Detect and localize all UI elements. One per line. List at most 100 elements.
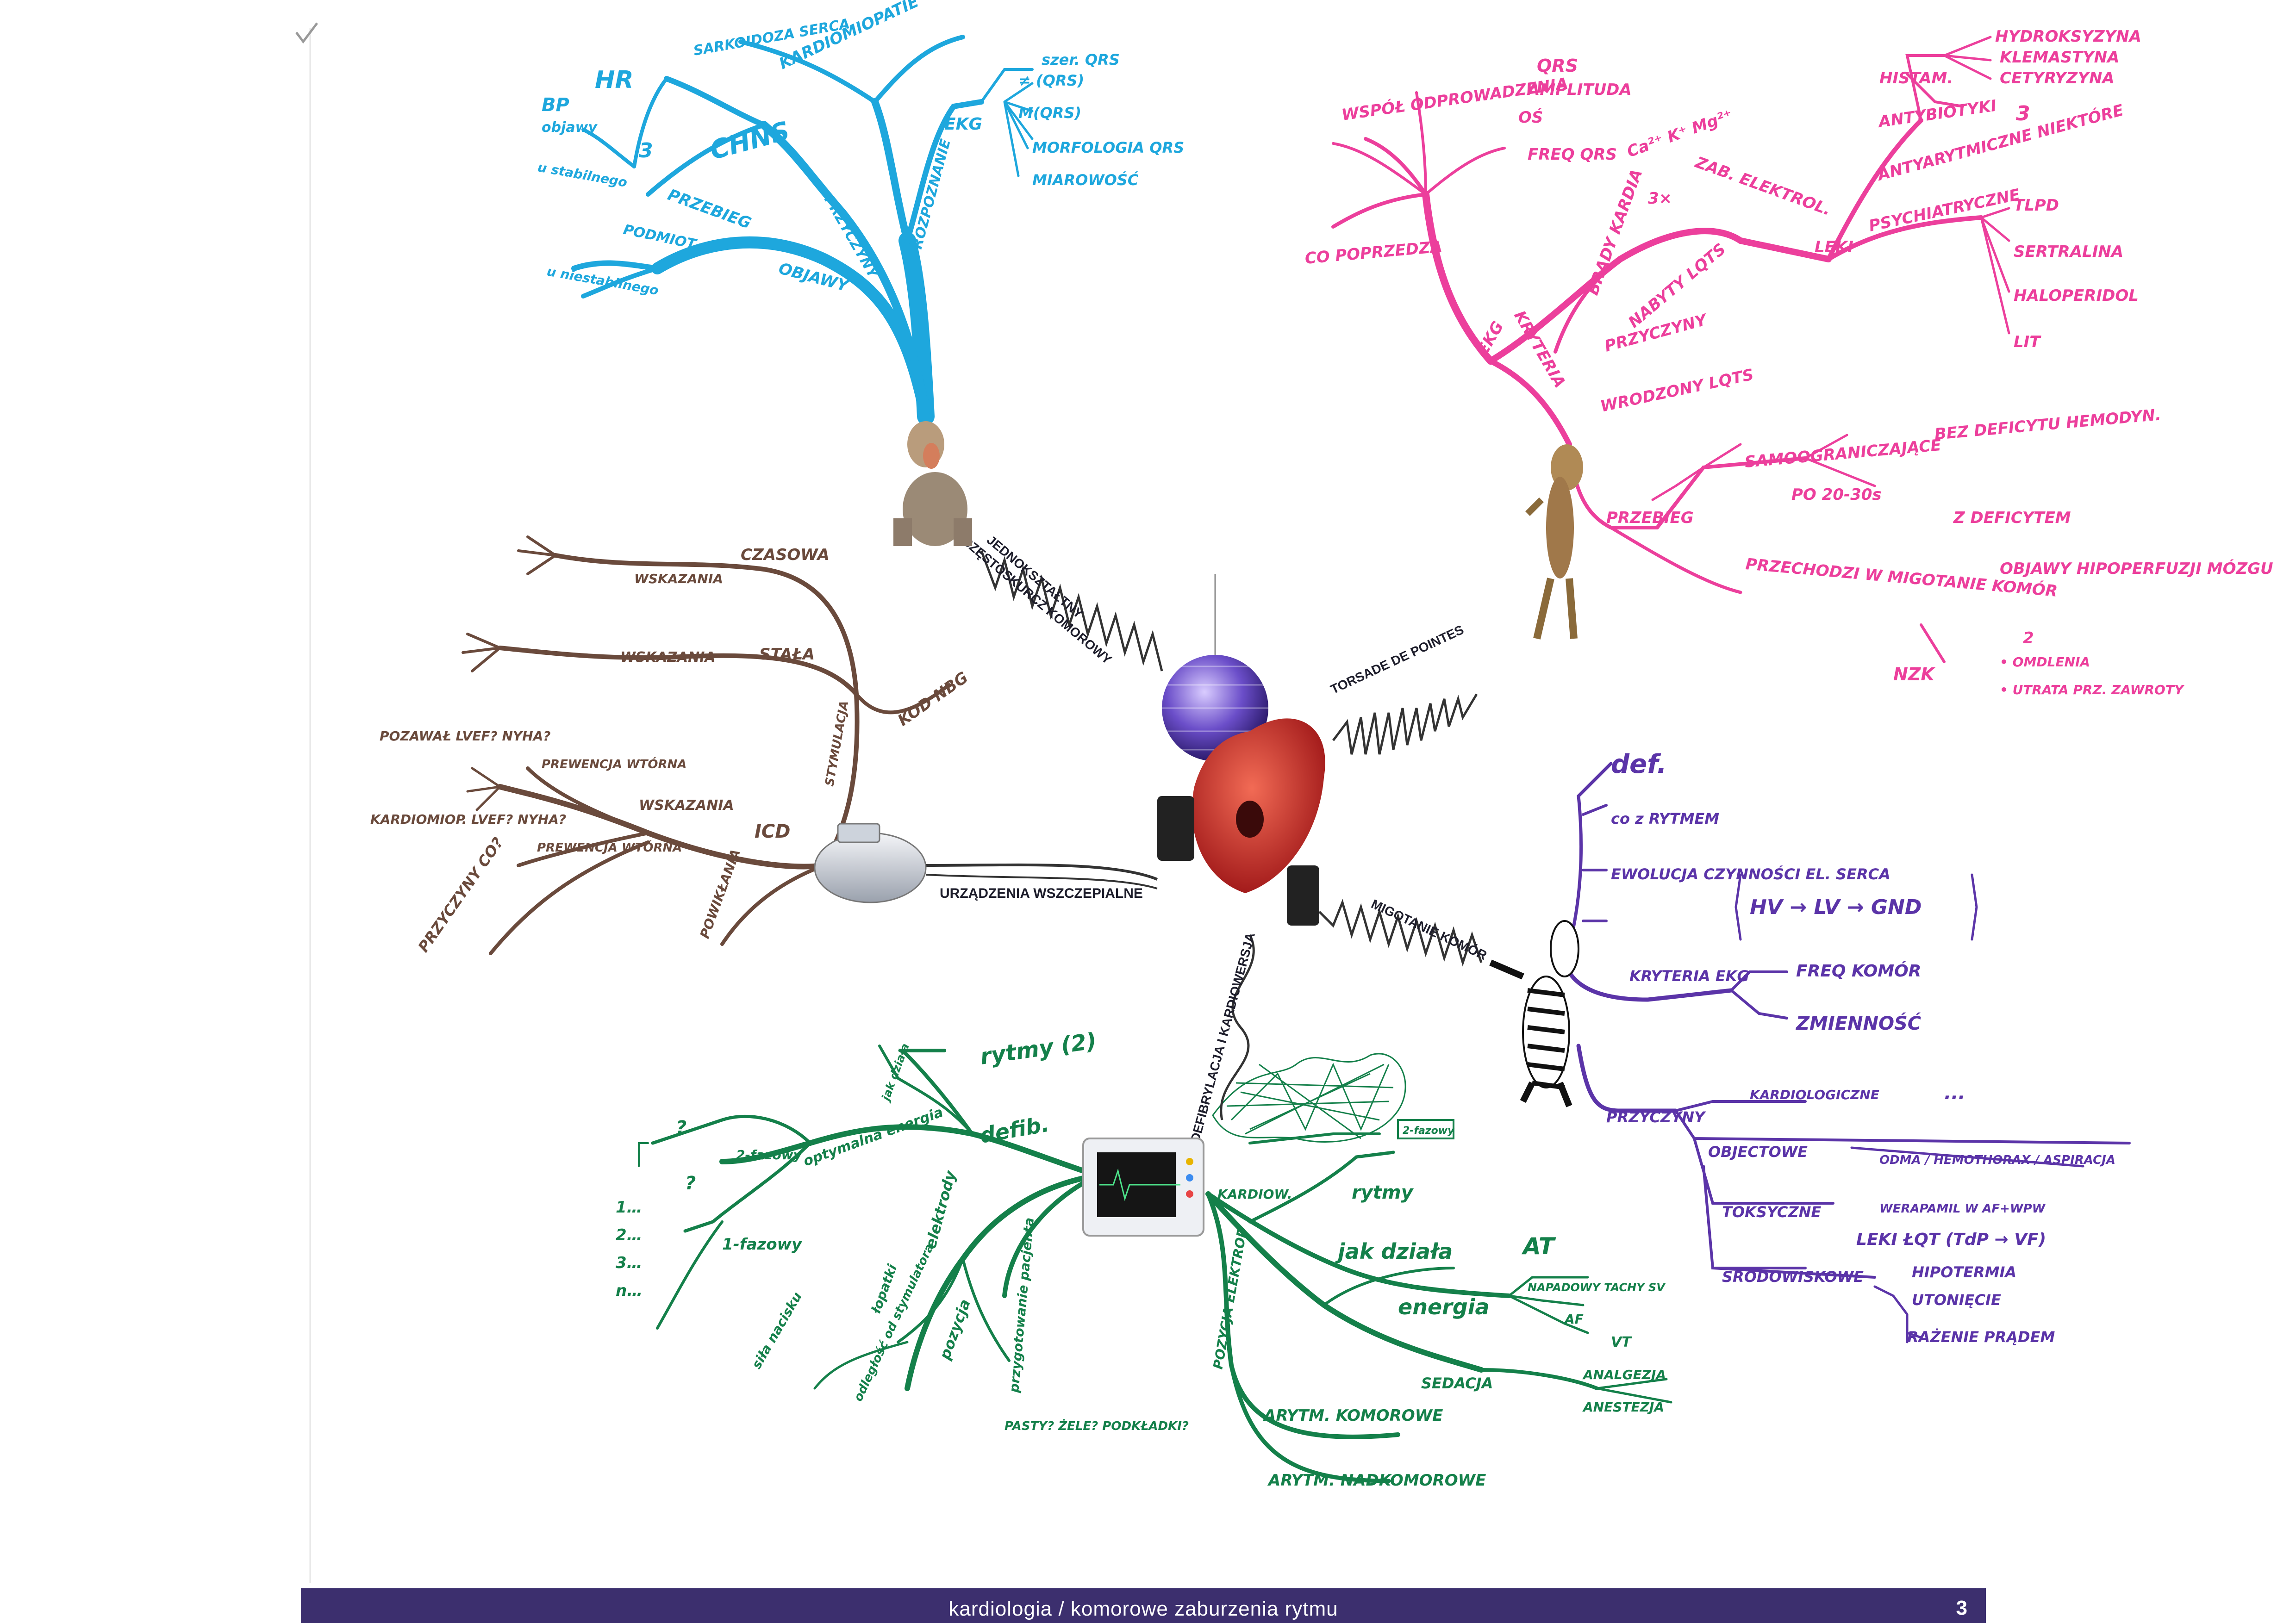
green-label: NAPADOWY TACHY SV <box>1528 1281 1666 1294</box>
heart-image <box>1157 718 1325 926</box>
purple-label: def. <box>1611 749 1667 779</box>
purple-label: ODMA / HEMOTHORAX / ASPIRACJA <box>1879 1153 2115 1167</box>
green-label: KARDIOW. <box>1217 1187 1292 1202</box>
pink-label: OŚ <box>1518 108 1543 127</box>
center-connectors <box>925 550 1483 1120</box>
purple-label: TOKSYCZNE <box>1722 1203 1821 1221</box>
green-label: SEDACJA <box>1421 1374 1493 1392</box>
blue-label: M(QRS) <box>1018 104 1081 122</box>
blue-label: HR <box>595 66 634 94</box>
pink-label: NZK <box>1893 664 1935 684</box>
purple-label: KRYTERIA EKG <box>1629 967 1749 985</box>
brown-label: WSKAZANIA <box>620 649 716 665</box>
pink-label: QRS <box>1537 56 1578 76</box>
branch-green <box>638 1045 1672 1483</box>
branch-brown <box>462 535 951 955</box>
pink-label: BEZ DEFICYTU HEMODYN. <box>1934 405 2162 444</box>
footer-bar: kardiologia / komorowe zaburzenia rytmu … <box>301 1588 1986 1623</box>
green-label: 2-fazowy <box>736 1147 803 1163</box>
green-label: siła nacisku <box>749 1289 805 1371</box>
green-label: energia <box>1398 1294 1490 1319</box>
pink-label: ZAB. ELEKTROL. <box>1692 153 1834 220</box>
green-label: ARYTM. KOMOROWE <box>1262 1406 1443 1425</box>
pink-label: HALOPERIDOL <box>2014 286 2139 305</box>
green-label: AF <box>1564 1312 1584 1327</box>
pink-label: 3× <box>1648 189 1672 208</box>
pink-label: Z DEFICYTEM <box>1953 509 2071 527</box>
pink-label: KLEMASTYNA <box>2000 48 2119 67</box>
brown-label: PREWENCJA WTÓRNA <box>537 840 682 855</box>
green-label: ANESTEZJA <box>1582 1399 1664 1415</box>
labels-purple: def. co z RYTMEM EWOLUCJA CZYNNOŚCI EL. … <box>1606 749 2115 1346</box>
purple-label: ... <box>1944 1082 1965 1104</box>
vf-label: MIGOTANIE KOMÓR <box>1369 896 1489 963</box>
green-label: PASTY? ŻELE? PODKŁADKI? <box>1004 1418 1189 1433</box>
purple-label: ŚRODOWISKOWE <box>1722 1268 1864 1286</box>
pink-label: WRODZONY LQTS <box>1599 366 1755 416</box>
tdp-label: TORSADE DE POINTES <box>1328 622 1466 697</box>
green-label: 2-fazowy <box>1403 1125 1455 1137</box>
brown-label: STYMULACJA <box>823 700 851 787</box>
pink-label: SERTRALINA <box>2014 243 2123 261</box>
pink-label: LIT <box>2014 333 2041 351</box>
brown-label: KARDIOMIOP. LVEF? NYHA? <box>370 812 566 827</box>
green-label: AT <box>1521 1233 1556 1260</box>
pink-label: BRADY KARDIA <box>1584 167 1647 298</box>
purple-label: FREQ KOMÓR <box>1796 961 1921 981</box>
pink-label: HISTAM. <box>1879 69 1953 87</box>
green-label: 1-fazowy <box>722 1235 803 1254</box>
blue-label: BP <box>542 94 569 116</box>
pink-label: HYDROKSYZYNA <box>1995 27 2141 46</box>
purple-label: PRZYCZYNY <box>1606 1108 1706 1126</box>
blue-label: u stabilnego <box>537 159 629 190</box>
green-label: pozycja <box>936 1297 974 1362</box>
blue-label: 3 <box>639 139 653 162</box>
pink-label: 3 <box>2016 102 2030 125</box>
purple-label: UTONIĘCIE <box>1912 1291 2001 1309</box>
purple-label: co z RYTMEM <box>1611 810 1719 827</box>
defibrillator-image <box>1082 1138 1204 1237</box>
branch-purple <box>1562 762 2131 1343</box>
dog-image <box>1525 444 1583 640</box>
pink-label: • UTRATA PRZ. ZAWROTY <box>2000 682 2185 697</box>
pink-label: TLPD <box>2014 196 2059 215</box>
vt-label-line2: CZĘSTOSKURCZ KOMOROWY <box>959 534 1115 667</box>
purple-label: OBJECTOWE <box>1708 1143 1808 1161</box>
green-scribble <box>1212 1053 1406 1143</box>
pink-label: LEKI <box>1815 238 1853 256</box>
brown-label: CZASOWA <box>741 546 830 564</box>
zebra-image <box>1489 920 1579 1107</box>
pink-label: AMPLITUDA <box>1526 81 1632 99</box>
green-label: ? <box>685 1173 696 1194</box>
blue-label: MIAROWOŚĆ <box>1032 171 1139 189</box>
pink-label: PO 20-30s <box>1791 485 1882 504</box>
icd-device-image <box>814 823 927 903</box>
blue-label: CHNS <box>707 116 793 166</box>
labels-green: rytmy (2) jak działa defib. 2-fazowy ? ?… <box>616 1028 1666 1490</box>
pink-label: 2 <box>2023 629 2034 647</box>
purple-label: EWOLUCJA CZYNNOŚCI EL. SERCA <box>1611 865 1890 883</box>
blue-label: EKG <box>944 115 982 134</box>
pink-label: Ca²⁺ K⁺ Mg²⁺ <box>1624 106 1735 162</box>
blue-label: PRZEBIEG <box>665 186 754 233</box>
blue-label: szer. QRS <box>1042 51 1120 68</box>
brown-label: PRZYCZYNY CO? <box>414 834 506 955</box>
purple-label: WERAPAMIL W AF+WPW <box>1879 1202 2046 1216</box>
blue-label: PODMIOT <box>622 222 699 253</box>
pink-label: CO POPRZEDZA <box>1304 237 1443 268</box>
pink-label: OBJAWY HIPOPERFUZJI MÓZGU <box>2000 559 2273 578</box>
page-number: 3 <box>1956 1597 1967 1619</box>
footer-subject: kardiologia / komorowe zaburzenia rytmu <box>948 1598 1338 1620</box>
green-label: 1… <box>616 1198 643 1217</box>
labels-blue: HR BP objawy 3 PRZEBIEG u stabilnego POD… <box>537 0 1184 298</box>
purple-label: HV → LV → GND <box>1750 895 1922 919</box>
green-label: defib. <box>978 1111 1051 1148</box>
branch-blue <box>571 35 1034 425</box>
green-label: rytmy (2) <box>979 1028 1098 1070</box>
pink-label: PRZYCZYNY <box>1603 311 1710 356</box>
pink-label: PRZEBIEG <box>1606 509 1694 527</box>
pink-label: • OMDLENIA <box>2000 654 2090 670</box>
devices-label: URZĄDZENIA WSZCZEPIALNE <box>940 886 1143 901</box>
green-label: ARYTM. NADKOMOROWE <box>1267 1471 1486 1490</box>
